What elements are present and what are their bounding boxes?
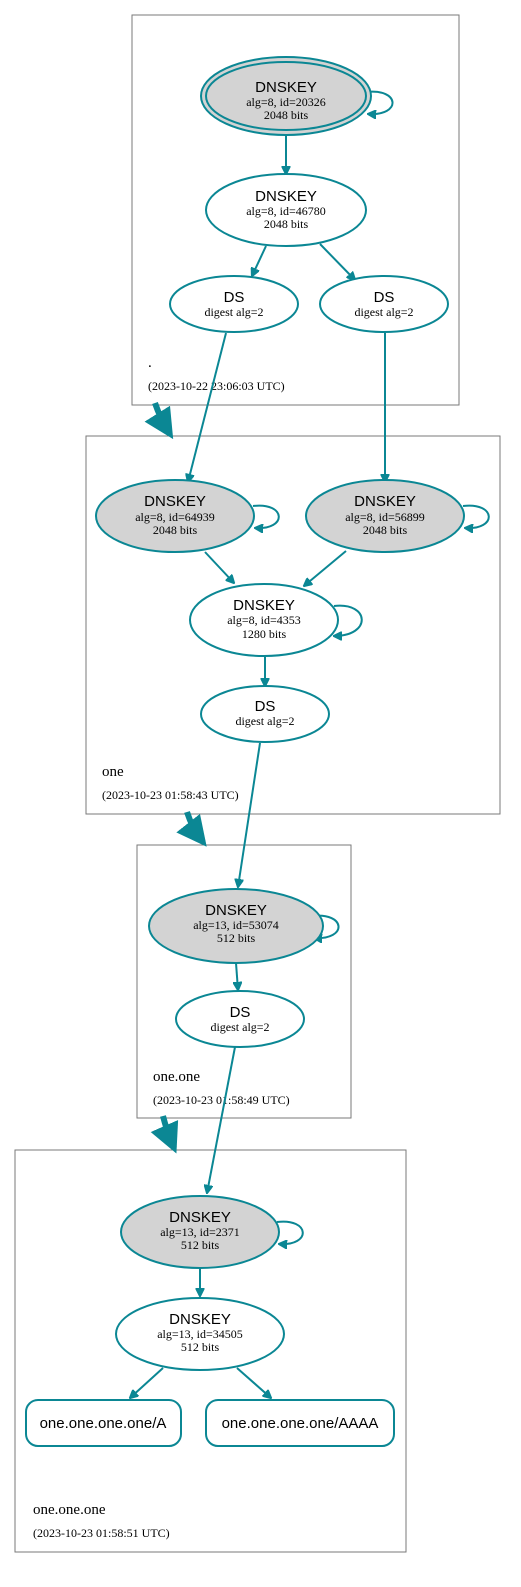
dnskey-node-one-one-one-zsk: DNSKEY alg=13, id=34505 512 bits: [115, 1297, 285, 1371]
dnskey-node-one-ksk-64939: DNSKEY alg=8, id=64939 2048 bits: [95, 479, 255, 553]
node-alg-label: alg=8, id=4353: [227, 613, 301, 627]
node-type-label: DS: [255, 698, 276, 715]
node-type-label: DS: [224, 289, 245, 306]
edge-one-ksk1-self: [252, 504, 280, 528]
dnskey-node-one-zsk: DNSKEY alg=8, id=4353 1280 bits: [189, 583, 339, 657]
dnskey-node-root-zsk: DNSKEY alg=8, id=46780 2048 bits: [205, 173, 367, 247]
zone-timestamp-one-one-one: (2023-10-23 01:58:51 UTC): [33, 1526, 170, 1540]
edge-root-ksk-self: [365, 90, 394, 114]
node-type-label: DNSKEY: [255, 79, 317, 96]
edge-root-zsk-to-ds2: [319, 243, 355, 280]
zone-timestamp-one: (2023-10-23 01:58:43 UTC): [102, 788, 239, 802]
delegation-arrow-one-to-one-one: [176, 811, 207, 847]
node-bits-label: 2048 bits: [153, 523, 198, 537]
rrset-label: one.one.one.one/AAAA: [222, 1415, 379, 1432]
node-type-label: DNSKEY: [169, 1209, 231, 1226]
node-alg-label: alg=13, id=34505: [157, 1327, 243, 1341]
node-type-label: DNSKEY: [354, 493, 416, 510]
edge-one-zsk-self: [334, 604, 363, 636]
node-alg-label: alg=13, id=53074: [193, 918, 279, 932]
node-alg-label: alg=8, id=56899: [345, 510, 425, 524]
edge-one-ksk2-self: [462, 504, 490, 528]
node-alg-label: alg=8, id=20326: [246, 95, 326, 109]
edge-one-one-ksk-to-ds: [236, 962, 238, 990]
zone-name-one-one: one.one: [153, 1069, 200, 1085]
zone-timestamp-one-one: (2023-10-23 01:58:49 UTC): [153, 1093, 290, 1107]
node-alg-label: alg=8, id=46780: [246, 204, 326, 218]
edge-one-ds-to-one-one-ksk: [238, 742, 261, 887]
node-digest-label: digest alg=2: [354, 305, 413, 319]
zone-name-root: .: [148, 355, 152, 371]
zone-timestamp-root: (2023-10-22 23:06:03 UTC): [148, 379, 285, 393]
node-digest-label: digest alg=2: [204, 305, 263, 319]
dnskey-node-one-one-one-ksk: DNSKEY alg=13, id=2371 512 bits: [120, 1195, 280, 1269]
node-digest-label: digest alg=2: [210, 1020, 269, 1034]
rrset-node-a: one.one.one.one/A: [25, 1399, 182, 1447]
node-type-label: DNSKEY: [205, 902, 267, 919]
edge-root-zsk-to-ds1: [252, 245, 267, 276]
node-type-label: DNSKEY: [255, 188, 317, 205]
node-type-label: DNSKEY: [144, 493, 206, 510]
zone-name-one-one-one: one.one.one: [33, 1502, 106, 1518]
node-type-label: DS: [374, 289, 395, 306]
ds-node-root-1: DS digest alg=2: [169, 275, 299, 333]
ds-node-root-2: DS digest alg=2: [319, 275, 449, 333]
edge-one-ksk1-to-zsk: [204, 551, 234, 583]
node-bits-label: 2048 bits: [264, 217, 309, 231]
dnskey-node-one-one-ksk: DNSKEY alg=13, id=53074 512 bits: [148, 888, 324, 964]
node-type-label: DS: [230, 1004, 251, 1021]
edge-one-ksk2-to-zsk: [304, 550, 347, 586]
node-bits-label: 2048 bits: [363, 523, 408, 537]
node-bits-label: 512 bits: [217, 931, 256, 945]
edge-root-ds1-to-one-ksk1: [188, 332, 227, 482]
edge-one-one-ds-to-ooo-ksk: [207, 1046, 236, 1193]
node-bits-label: 512 bits: [181, 1340, 220, 1354]
node-alg-label: alg=8, id=64939: [135, 510, 215, 524]
edge-one-one-ksk-self: [311, 914, 340, 938]
delegation-arrow-one-one-to-one-one-one: [150, 1115, 179, 1154]
edge-ooo-ksk-self: [276, 1220, 304, 1244]
node-type-label: DNSKEY: [169, 1311, 231, 1328]
node-bits-label: 1280 bits: [242, 627, 287, 641]
ds-node-one-one: DS digest alg=2: [175, 990, 305, 1048]
node-digest-label: digest alg=2: [235, 714, 294, 728]
dnskey-node-root-ksk: DNSKEY alg=8, id=20326 2048 bits: [200, 56, 372, 136]
edge-ooo-zsk-to-rr-a: [130, 1367, 164, 1398]
rrset-label: one.one.one.one/A: [40, 1415, 167, 1432]
zone-name-one: one: [102, 764, 124, 780]
ds-node-one: DS digest alg=2: [200, 685, 330, 743]
node-bits-label: 512 bits: [181, 1238, 220, 1252]
node-bits-label: 2048 bits: [264, 108, 309, 122]
delegation-arrow-root-to-one: [144, 402, 174, 440]
rrset-node-aaaa: one.one.one.one/AAAA: [205, 1399, 395, 1447]
node-alg-label: alg=13, id=2371: [160, 1225, 240, 1239]
dnskey-node-one-ksk-56899: DNSKEY alg=8, id=56899 2048 bits: [305, 479, 465, 553]
edge-ooo-zsk-to-rr-aaaa: [236, 1367, 271, 1398]
node-type-label: DNSKEY: [233, 597, 295, 614]
